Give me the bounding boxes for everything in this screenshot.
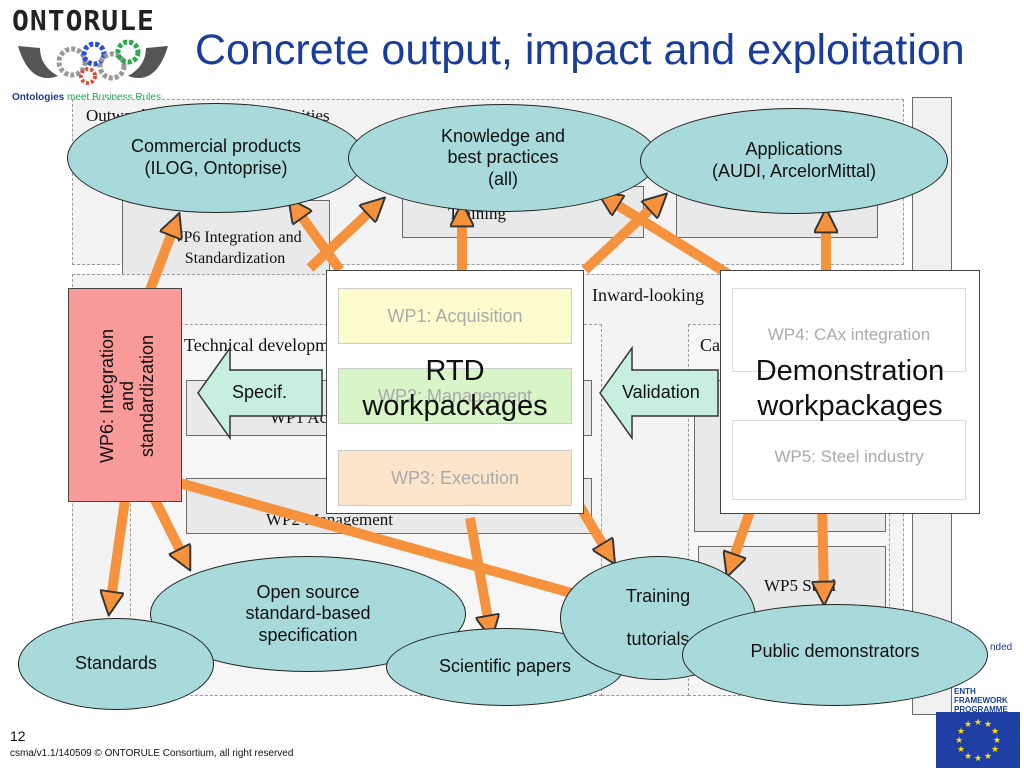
arrow-wp6-to-commercial (145, 222, 176, 292)
commercial-line-1: Commercial products (130, 136, 302, 157)
arrow-rtd-to-commercial (294, 206, 345, 273)
svg-text:★: ★ (957, 727, 965, 737)
demo-label-line-2: workpackages (757, 389, 943, 422)
svg-text:★: ★ (993, 736, 1001, 746)
wp6-integration-box (68, 288, 182, 502)
demo-label: Demonstration workpackages (720, 354, 980, 424)
wp5-steel-box: WP5: Steel industry (732, 420, 966, 500)
applications-line-1: Applications (745, 139, 843, 160)
applications-ellipse: Applications(AUDI, ArcelorMittal) (640, 108, 948, 214)
svg-text:★: ★ (974, 754, 982, 764)
inward-label: Inward-looking (592, 285, 704, 305)
funded-text: nded (990, 642, 1013, 653)
knowledge-line-2: best practices (447, 147, 559, 168)
training-line-1: Training (625, 585, 691, 606)
framework-line-2: PROGRAMME (954, 704, 1008, 714)
public-demonstrators-ellipse: Public demonstrators (682, 604, 988, 706)
scientific-label: Scientific papers (438, 656, 572, 677)
commercial-products-ellipse: Commercial products(ILOG, Ontoprise) (67, 103, 365, 213)
wp2-management-box: WP2: Management (338, 368, 572, 424)
arrow-rtd-to-knowledge (306, 204, 378, 272)
page-title: Concrete output, impact and exploitation (195, 26, 965, 74)
eu-stars-icon: ★★★ ★★★ ★★★ ★★★ (955, 718, 1001, 764)
validation-arrow-shape (599, 346, 719, 440)
arrow-demo-to-public (822, 499, 824, 596)
page-number: 12 (10, 728, 26, 744)
arrow-rtd-to-scientific (465, 517, 490, 630)
svg-text:★: ★ (955, 736, 963, 746)
framework-text: ENTH FRAMEWORK PROGRAMME (954, 687, 1024, 714)
svg-text:★: ★ (964, 720, 972, 730)
validation-label: Validation (622, 382, 700, 402)
scientific-papers-ellipse: Scientific papers (386, 628, 624, 706)
wp6-line-2: and (116, 380, 137, 412)
svg-text:★: ★ (957, 745, 965, 755)
specif-label: Specif. (232, 382, 288, 402)
eu-flag-icon: ★★★ ★★★ ★★★ ★★★ (936, 712, 1020, 768)
logo-name: ONTORULE (12, 4, 155, 37)
standards-label: Standards (74, 653, 158, 674)
specif-arrow-shape (197, 346, 323, 440)
svg-text:★: ★ (984, 720, 992, 730)
demo-label-line-1: Demonstration (755, 355, 945, 387)
opensource-line-1: Open source (256, 581, 360, 602)
training-line-2: and (642, 607, 674, 628)
wp6-integration-label: WP6: Integration and standardization (97, 268, 157, 524)
svg-text:★: ★ (984, 752, 992, 762)
rtd-label-line-2: workpackages (362, 389, 548, 422)
rtd-label: RTD workpackages (326, 354, 584, 424)
arrow-wp6-to-opensource (150, 497, 186, 562)
knowledge-line-3: (all) (487, 168, 518, 189)
public-label: Public demonstrators (750, 641, 920, 662)
applications-line-2: (AUDI, ArcelorMittal) (711, 161, 877, 181)
svg-text:★: ★ (991, 745, 999, 755)
training-line-3: tutorials (626, 628, 690, 649)
svg-text:★: ★ (964, 752, 972, 762)
arrow-rtd-to-applications (581, 200, 660, 274)
technical-dev-label: Technical development (184, 335, 352, 355)
commercial-line-2: (ILOG, Ontoprise) (144, 158, 288, 178)
wp6-line-1: WP6: Integration (97, 328, 117, 464)
opensource-line-3: specification (258, 624, 358, 645)
logo-tagline: Ontologies meet Business Rules (12, 92, 161, 103)
wp6-bg-label: WP6 Integration and Standardization (168, 229, 302, 267)
svg-text:★: ★ (991, 727, 999, 737)
copyright-notice: csma/v1.1/140509 © ONTORULE Consortium, … (10, 748, 294, 759)
framework-line-1: ENTH FRAMEWORK (954, 687, 1008, 705)
standards-ellipse: Standards (18, 618, 214, 710)
wp3-execution-box: WP3: Execution (338, 450, 572, 506)
arrow-wp6-to-standards (110, 499, 130, 606)
wp1-acquisition-box: WP1: Acquisition (338, 288, 572, 344)
wp4-cax-box: WP4: CAx integration (732, 288, 966, 372)
rtd-label-line-1: RTD (425, 355, 485, 387)
svg-text:★: ★ (974, 718, 982, 728)
gears-logo-icon (18, 39, 168, 85)
wp6-line-3: standardization (136, 334, 157, 458)
opensource-line-2: standard-based (245, 603, 371, 624)
knowledge-line-1: Knowledge and (440, 125, 566, 146)
